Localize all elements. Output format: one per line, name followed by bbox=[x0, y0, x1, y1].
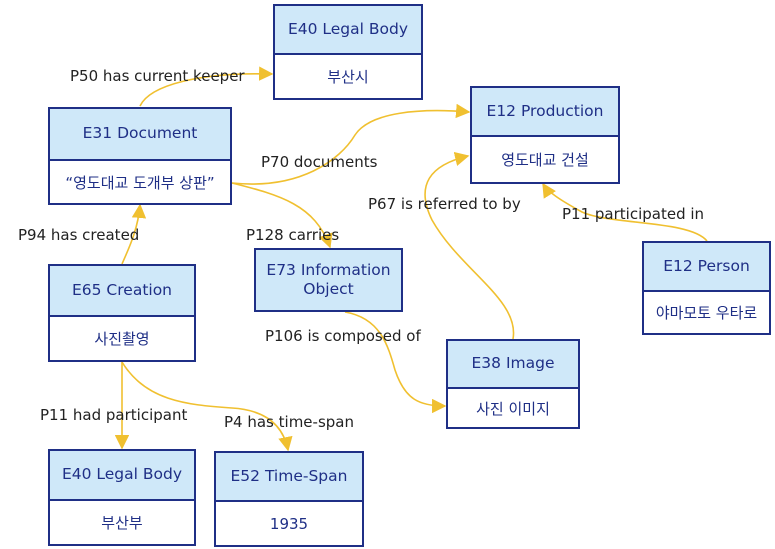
node-value-label: 야마모토 우타로 bbox=[655, 304, 758, 322]
node-e52-time-span[interactable]: E52 Time-Span 1935 bbox=[214, 451, 364, 547]
node-type-label: E52 Time-Span bbox=[216, 453, 362, 502]
edge-p4 bbox=[121, 361, 293, 452]
node-value-label: 사진촬영 bbox=[94, 330, 150, 348]
edge-p70 bbox=[231, 103, 471, 185]
node-value-label: 부산부 bbox=[101, 514, 143, 532]
node-e40-legal-body-bottom[interactable]: E40 Legal Body 부산부 bbox=[48, 449, 196, 546]
node-type-label: E12 Production bbox=[472, 88, 618, 137]
node-value-label: 영도대교 건설 bbox=[501, 151, 589, 169]
node-type-label: E40 Legal Body bbox=[275, 6, 421, 55]
edge-p11-participated bbox=[542, 182, 708, 242]
edge-label-p94: P94 has created bbox=[18, 226, 140, 244]
edge-label-p50: P50 has current keeper bbox=[70, 67, 245, 85]
node-e65-creation[interactable]: E65 Creation 사진촬영 bbox=[48, 264, 196, 362]
node-e31-document[interactable]: E31 Document “영도대교 도개부 상판” bbox=[48, 107, 232, 205]
edge-p50 bbox=[139, 66, 274, 107]
node-value-label: 1935 bbox=[269, 514, 309, 533]
node-e12-production[interactable]: E12 Production 영도대교 건설 bbox=[470, 86, 620, 184]
edge-label-p11-participated: P11 participated in bbox=[562, 205, 705, 223]
edge-p106 bbox=[344, 311, 447, 414]
node-value-label: 부산시 bbox=[327, 68, 369, 86]
node-type-label: E38 Image bbox=[448, 341, 578, 389]
edge-label-p11-had: P11 had participant bbox=[40, 406, 188, 424]
node-type-label: E12 Person bbox=[644, 243, 769, 292]
node-type-label: E65 Creation bbox=[50, 266, 194, 317]
edge-label-p106: P106 is composed of bbox=[265, 327, 421, 345]
edge-label-p128: P128 carries bbox=[246, 226, 340, 244]
edge-p94 bbox=[121, 203, 147, 265]
node-value-label: 사진 이미지 bbox=[476, 399, 550, 418]
node-e38-image[interactable]: E38 Image 사진 이미지 bbox=[446, 339, 580, 429]
node-type-label: E31 Document bbox=[50, 109, 230, 161]
node-e12-person[interactable]: E12 Person 야마모토 우타로 bbox=[642, 241, 771, 335]
edge-label-p70: P70 documents bbox=[261, 153, 378, 171]
edge-label-p67: P67 is referred to by bbox=[368, 195, 521, 213]
node-e40-legal-body-top[interactable]: E40 Legal Body 부산시 bbox=[273, 4, 423, 100]
edge-p128 bbox=[231, 182, 333, 249]
node-e73-information-object[interactable]: E73 Information Object bbox=[254, 248, 403, 312]
node-type-label: E73 Information Object bbox=[256, 250, 401, 310]
node-type-label: E40 Legal Body bbox=[50, 451, 194, 501]
node-value-label: “영도대교 도개부 상판” bbox=[65, 173, 215, 192]
edge-label-p4: P4 has time-span bbox=[224, 413, 354, 431]
edge-p67 bbox=[424, 151, 515, 340]
